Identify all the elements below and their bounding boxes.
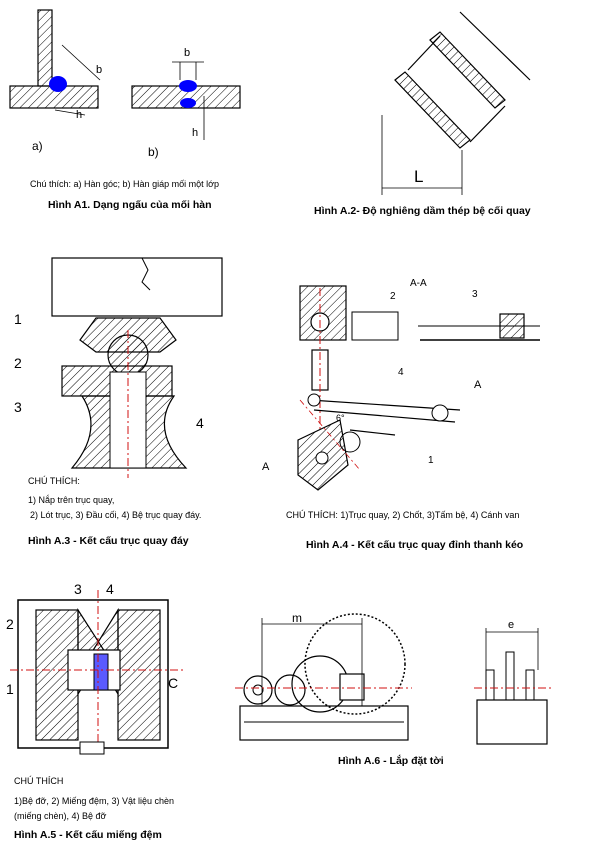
fig-a6-caption: Hình A.6 - Lắp đặt tời <box>338 755 444 767</box>
fig-a5-note-title: CHÚ THÍCH <box>14 776 64 786</box>
fig-a3-note-line2: 2) Lót trục, 3) Đầu cối, 4) Bệ trục quay… <box>30 510 202 520</box>
fig-a6-dim-m: m <box>292 611 302 625</box>
fig-a1-dim-b2: b <box>184 47 191 59</box>
fig-a4-label-4: 4 <box>398 367 404 378</box>
fig-a3-bottom-pivot <box>51 257 223 478</box>
fig-a5-label-4: 4 <box>106 581 114 597</box>
weld-bead-fillet <box>49 76 67 92</box>
fig-a1-caption: Hình A1. Dạng ngấu của mối hàn <box>48 199 212 211</box>
fig-a6-winch <box>235 613 552 745</box>
fig-a1-dim-h2: h <box>192 127 199 139</box>
fig-a5-spacer <box>10 590 185 755</box>
fig-a5-note-line1: 1)Bệ đỡ, 2) Miếng đệm, 3) Vật liệu chèn <box>14 796 174 806</box>
fig-a4-top-pivot <box>297 285 540 491</box>
fig-a1-butt-weld <box>131 61 241 140</box>
fig-a5-label-1: 1 <box>6 681 14 697</box>
weld-bead-top <box>179 80 197 92</box>
fig-a1-dim-b1: b <box>96 64 103 76</box>
fig-a1-label-b: b) <box>148 145 159 159</box>
fig-a1-note: Chú thích: a) Hàn góc; b) Hàn giáp mối m… <box>30 179 219 189</box>
fig-a5-dim-C: C <box>168 675 179 691</box>
fig-a3-caption: Hình A.3 - Kết cấu trục quay đáy <box>28 535 189 547</box>
fig-a4-section-mark-a2: A <box>262 461 270 473</box>
fig-a4-label-3: 3 <box>472 289 478 300</box>
fig-a4-section-mark-a1: A <box>474 379 482 391</box>
fig-a5-caption: Hình A.5 - Kết cấu miếng đệm <box>14 829 162 841</box>
fig-a3-note-title: CHÚ THÍCH: <box>28 476 80 486</box>
fig-a4-label-2: 2 <box>390 291 396 302</box>
fig-a1-label-a: a) <box>32 139 43 153</box>
fig-a5-label-2: 2 <box>6 616 14 632</box>
fig-a4-caption: Hình A.4 - Kết cấu trục quay đỉnh thanh … <box>306 539 524 551</box>
fig-a4-label-1: 1 <box>428 455 434 466</box>
fig-a5-label-3: 3 <box>74 581 82 597</box>
fig-a3-label-3: 3 <box>14 399 22 415</box>
fig-a2-dim-L: L <box>414 167 424 186</box>
weld-bead-bottom <box>180 98 196 108</box>
fig-a3-label-2: 2 <box>14 355 22 371</box>
fig-a3-label-1: 1 <box>14 311 22 327</box>
fig-a1-dim-h1: h <box>76 109 83 121</box>
fig-a6-dim-e: e <box>508 619 515 631</box>
fig-a2-caption: Hình A.2- Độ nghiêng dầm thép bệ cối qua… <box>314 205 531 217</box>
fig-a2-steel-beam <box>381 11 531 195</box>
fig-a4-angle-label: 6° <box>336 413 345 423</box>
fig-a5-note-line2: (miếng chèn), 4) Bệ đỡ <box>14 811 107 821</box>
fig-a3-label-4: 4 <box>196 415 204 431</box>
fig-a3-note-line1: 1) Nắp trên trục quay, <box>28 495 115 505</box>
fig-a4-note: CHÚ THÍCH: 1)Trục quay, 2) Chốt, 3)Tấm b… <box>286 510 520 520</box>
fig-a1-fillet-weld <box>9 9 101 116</box>
fig-a4-section-label: A-A <box>410 278 427 289</box>
